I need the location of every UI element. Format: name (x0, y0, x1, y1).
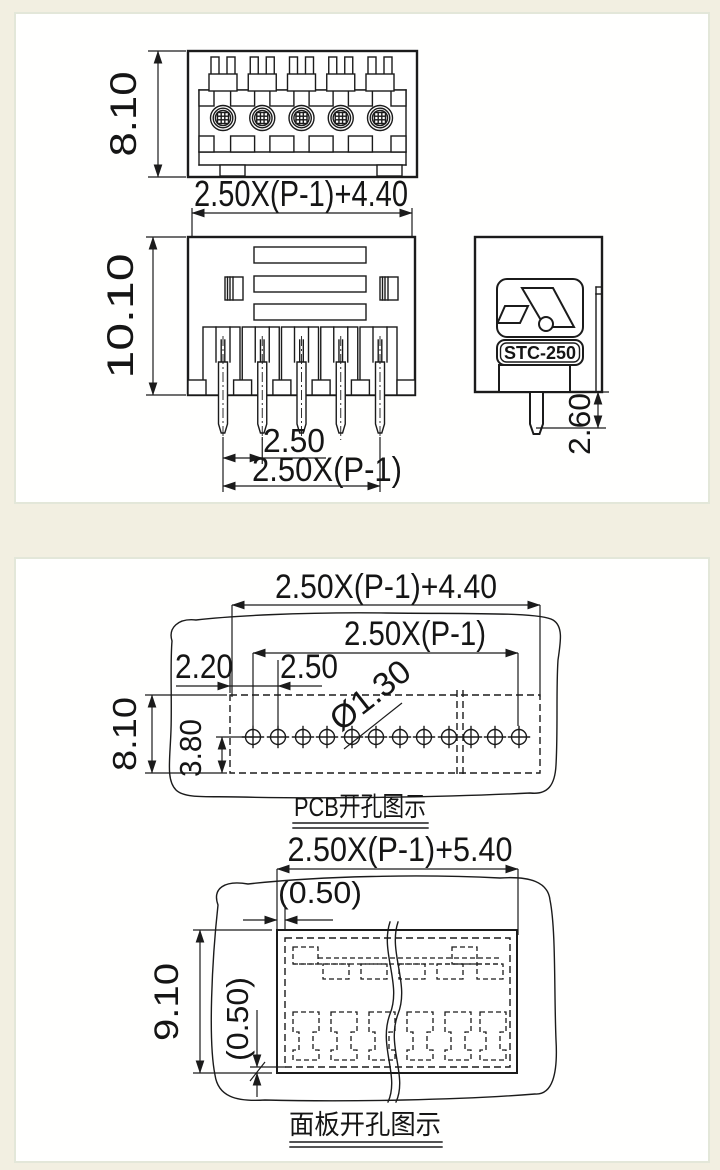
cutout-diagrams-panel: 2.50X(P-1)+4.40 2.50X(P-1) 2.20 2.50 (14, 557, 710, 1163)
side-view: STC-250 2.60 (473, 235, 609, 455)
panel-cutout-view: 2.50X(P-1)+5.40 (0.50) (148, 831, 558, 1148)
cutout-drawing: 2.50X(P-1)+4.40 2.50X(P-1) 2.20 2.50 (106, 568, 562, 1148)
pcb-hole-pitch-dim: 2.50 (280, 648, 338, 686)
panel-height-dim: 9.10 (148, 963, 186, 1041)
panel-bottom-clearance-dim: (0.50) (220, 977, 255, 1061)
product-dimension-panel: 8.10 2.50X(P-1)+4.40 (14, 12, 710, 504)
pin-span-dim: 2.50X(P-1) (252, 451, 402, 489)
pcb-title: PCB开孔图示 (294, 792, 426, 822)
section-view: 10.10 2.50 2.50X(P-1) (100, 235, 417, 492)
front-view-height-dim: 8.10 (103, 72, 144, 157)
product-drawing: 8.10 2.50X(P-1)+4.40 (100, 49, 609, 492)
panel-rect (276, 929, 518, 1074)
pcb-drill-view: 2.50X(P-1)+4.40 2.50X(P-1) 2.20 2.50 (106, 568, 562, 829)
pin-pitch-dim: 2.50 (263, 422, 325, 459)
brand-logo (495, 278, 584, 338)
panel-overall-width-dim: 2.50X(P-1)+5.40 (288, 831, 513, 869)
pcb-overall-width-dim: 2.50X(P-1)+4.40 (275, 568, 497, 606)
model-label: STC-250 (504, 343, 576, 363)
pcb-hole-row-offset-dim: 3.80 (173, 719, 208, 777)
panel-title: 面板开孔图示 (289, 1110, 441, 1140)
panel-side-clearance-dim: (0.50) (278, 875, 362, 910)
pcb-height-dim: 8.10 (106, 697, 143, 771)
front-view: 8.10 2.50X(P-1)+4.40 (103, 49, 419, 237)
pcb-hole-span-dim: 2.50X(P-1) (344, 615, 486, 653)
pcb-edge-offset-dim: 2.20 (175, 648, 233, 686)
pcb-cutout-rect (229, 694, 541, 774)
side-pin-length-dim: 2.60 (562, 393, 597, 455)
front-view-width-dim: 2.50X(P-1)+4.40 (194, 173, 408, 214)
section-view-height-dim: 10.10 (100, 254, 141, 379)
